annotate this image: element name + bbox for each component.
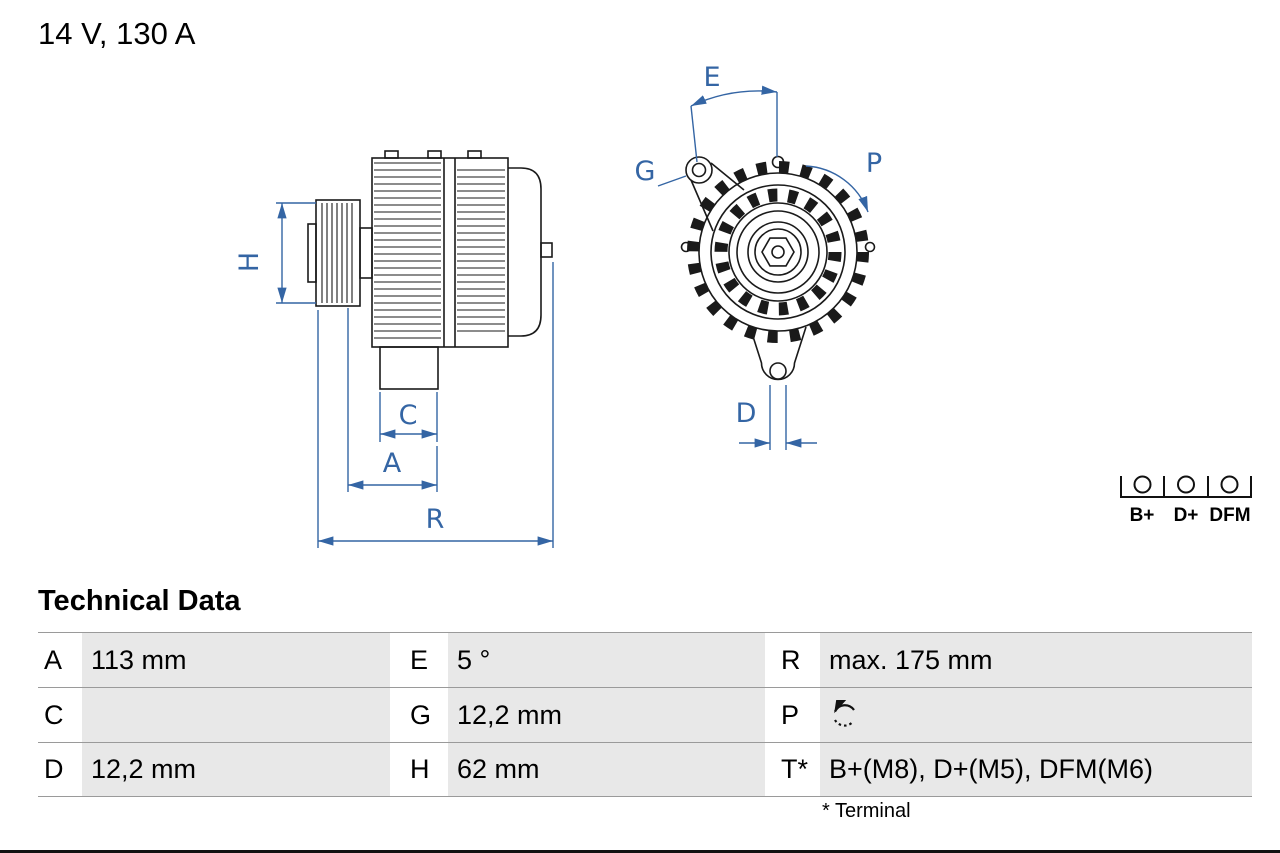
technical-drawing: H C A R E G P D (234, 62, 882, 548)
terminal-label-dplus: D+ (1173, 505, 1199, 526)
dim-key: P (765, 688, 820, 742)
mounting-foot (379, 346, 439, 390)
mounting-ear-arms (690, 162, 745, 232)
dim-key: E (390, 633, 448, 687)
dimension-R-extensions (317, 262, 554, 548)
dimension-label-h: H (234, 252, 265, 272)
bottom-divider (0, 850, 1280, 853)
dimension-label-a: A (383, 448, 402, 479)
cooling-fins-front (374, 162, 441, 339)
rating-title: 14 V, 130 A (38, 16, 196, 51)
table-row: C G 12,2 mm P (38, 687, 1252, 742)
inner-ring (728, 202, 828, 302)
inner-ring (736, 210, 820, 294)
dim-key: T* (765, 743, 820, 796)
dim-value: 12,2 mm (448, 688, 765, 742)
mounting-ear-outer (685, 156, 713, 184)
rotation-direction-cell (820, 688, 1252, 742)
shaft-end (771, 245, 785, 259)
dimension-label-g: G (635, 156, 656, 187)
alternator-side-view (307, 150, 553, 390)
terminal-diagram: B+ D+ DFM (1120, 468, 1252, 527)
terminal-labels: B+ D+ DFM (1120, 505, 1252, 527)
side-tab-left (680, 241, 692, 253)
pulley-grooves (321, 203, 353, 303)
table-row: A 113 mm E 5 ° R max. 175 mm (38, 632, 1252, 687)
hub-ring (754, 228, 802, 276)
shaft-hex-nut (761, 237, 795, 267)
dim-key: D (38, 743, 82, 796)
rear-cover (508, 167, 542, 337)
table-row: D 12,2 mm H 62 mm T* B+(M8), D+(M5), DFM… (38, 742, 1252, 797)
technical-data-table: A 113 mm E 5 ° R max. 175 mm C G 12,2 mm… (38, 632, 1252, 797)
face-ring (710, 184, 846, 320)
dim-value: 5 ° (448, 633, 765, 687)
dimension-lines (276, 85, 869, 548)
dimension-E-leader (690, 105, 698, 163)
shaft-spacer (359, 227, 373, 279)
housing-top-tab (384, 150, 399, 159)
technical-data-heading: Technical Data (38, 585, 241, 617)
dim-value: 12,2 mm (82, 743, 390, 796)
dim-value: 62 mm (448, 743, 765, 796)
housing-mid-band (443, 158, 456, 347)
dim-value: 113 mm (82, 633, 390, 687)
terminal-label-dfm: DFM (1209, 505, 1251, 526)
dimension-label-c: C (399, 400, 418, 431)
dimension-E-arc (690, 85, 778, 107)
alternator-front-view (680, 155, 876, 381)
terminal-footnote: * Terminal (822, 800, 911, 822)
dimension-label-r: R (426, 504, 445, 535)
dimension-D-extensions (769, 385, 787, 450)
housing-top-tab (427, 150, 442, 159)
top-hole (771, 155, 785, 169)
dimension-label-e: E (703, 62, 720, 93)
dim-key: R (765, 633, 820, 687)
dimension-G-leader (657, 175, 687, 187)
terminal-label-bplus: B+ (1129, 505, 1155, 526)
side-tab-right (864, 241, 876, 253)
terminal-stud (540, 242, 553, 258)
pulley (315, 199, 361, 307)
terminal-connectors-icon (1120, 475, 1252, 498)
dim-key: A (38, 633, 82, 687)
castellated-ring (687, 161, 869, 343)
pulley-hub (307, 223, 317, 283)
casing-edge (698, 172, 858, 332)
mounting-ear-hole (691, 162, 707, 178)
dim-value (82, 688, 390, 742)
rotation-ccw-icon (834, 700, 855, 727)
hub-ring (747, 221, 809, 283)
vent-slot-ring (714, 188, 842, 316)
cooling-fins-rear (457, 169, 505, 332)
dimension-label-d: D (736, 398, 757, 429)
housing-top-tab (467, 150, 482, 159)
dimension-label-p: P (866, 148, 882, 179)
dim-value: B+(M8), D+(M5), DFM(M6) (820, 743, 1252, 796)
dim-value: max. 175 mm (820, 633, 1252, 687)
bottom-lug-hole (769, 362, 787, 380)
rotation-direction-arrow (805, 165, 869, 213)
dim-key: G (390, 688, 448, 742)
dim-key: C (38, 688, 82, 742)
housing-body (371, 157, 509, 348)
dim-key: H (390, 743, 448, 796)
